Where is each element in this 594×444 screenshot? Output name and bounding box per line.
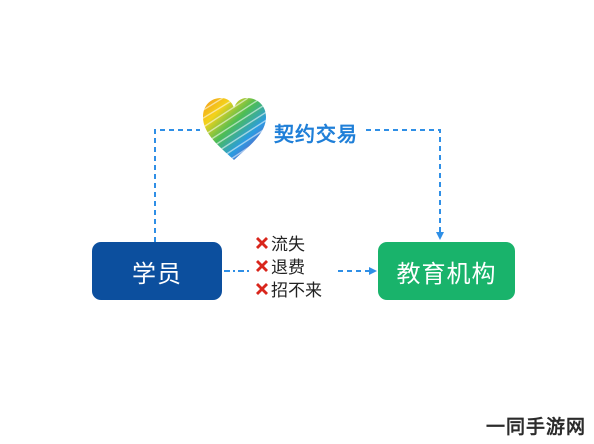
- red-x-icon: [256, 236, 268, 249]
- problem-label-churn: 流失: [271, 235, 305, 255]
- institution-node-label: 教育机构: [396, 259, 497, 288]
- student-node-label: 学员: [132, 259, 182, 288]
- problem-item: 招不来: [254, 277, 344, 301]
- dashed-arrow-label-to-institution: [366, 129, 444, 240]
- student-node: 学员: [92, 242, 222, 300]
- watermark-text: 一同手游网: [486, 416, 587, 438]
- problem-item: 流失: [254, 231, 344, 255]
- problem-label-refund: 退费: [271, 258, 305, 278]
- red-x-icon: [256, 282, 268, 295]
- problem-list: 流失 退费 招不来: [254, 231, 344, 301]
- contract-transaction-label: 契约交易: [274, 122, 358, 146]
- problem-item: 退费: [254, 254, 344, 278]
- problem-label-no-enrollment: 招不来: [271, 281, 322, 301]
- rainbow-heart-icon: [203, 98, 266, 160]
- institution-node: 教育机构: [378, 242, 515, 300]
- red-x-icon: [256, 259, 268, 272]
- dashed-line-student-to-heart: [154, 129, 200, 242]
